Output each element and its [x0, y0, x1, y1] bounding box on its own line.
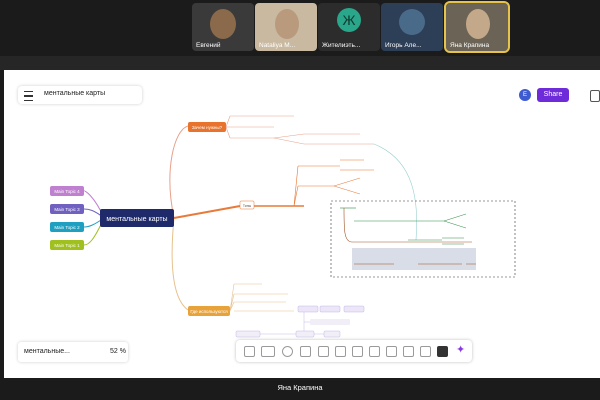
- table-icon[interactable]: [403, 346, 414, 357]
- subtopic-node: [323, 330, 341, 338]
- sticky-note-icon[interactable]: [261, 346, 275, 357]
- main-topic-node: [50, 240, 84, 250]
- participants-bar: Евгений Nataliya M... Ж Жителиэть... Иго…: [0, 0, 600, 56]
- mindmap: ментальные карты Main Topic 4 Main Topic…: [50, 115, 516, 338]
- branch-node: [188, 306, 230, 316]
- branch-node-label: Зачем нужны?: [192, 125, 223, 130]
- participant-tile[interactable]: Ж Жителиэть...: [318, 3, 380, 51]
- share-button[interactable]: Share: [537, 88, 569, 102]
- branch-node-label: Где используются: [190, 309, 228, 314]
- frame-icon[interactable]: [318, 346, 329, 357]
- link-icon[interactable]: [386, 346, 397, 357]
- participant-tile-active[interactable]: Яна Крапина: [444, 1, 510, 53]
- main-topic-node: [50, 186, 84, 196]
- highlight-box: [352, 248, 476, 270]
- ai-sparkle-icon[interactable]: ✦: [456, 344, 466, 356]
- text-icon[interactable]: [300, 346, 311, 357]
- participant-tile[interactable]: Nataliya M...: [255, 3, 317, 51]
- video-icon[interactable]: [437, 346, 448, 357]
- zoom-control[interactable]: ментальные... 52 %: [18, 342, 128, 362]
- branch-node-label: Типы: [243, 204, 252, 208]
- participant-video: [275, 9, 299, 39]
- subtopic-node: [295, 330, 315, 338]
- main-topic-node: [50, 222, 84, 232]
- main-topic-node: [50, 204, 84, 214]
- board-title-box[interactable]: ментальные карты: [18, 86, 142, 104]
- main-topic-label: Main Topic 2: [54, 225, 80, 230]
- shape-icon[interactable]: [282, 346, 293, 357]
- participant-video: [466, 9, 490, 39]
- active-speaker-name: Яна Крапина: [277, 383, 323, 392]
- status-strip: [0, 56, 600, 70]
- select-icon[interactable]: [244, 346, 255, 357]
- board-title: ментальные карты: [44, 90, 106, 97]
- participant-video: [210, 9, 236, 39]
- branch-node: [188, 122, 226, 132]
- subtopic-node: [343, 305, 365, 313]
- connector-icon[interactable]: [335, 346, 346, 357]
- subtopic-node: [319, 305, 341, 313]
- main-topic-label: Main Topic 3: [54, 207, 80, 212]
- center-node-label: ментальные карты: [106, 216, 167, 223]
- main-topic-label: Main Topic 1: [54, 243, 80, 248]
- participant-tile[interactable]: Игорь Але...: [381, 3, 443, 51]
- pen-icon[interactable]: [369, 346, 380, 357]
- upload-icon[interactable]: [420, 346, 431, 357]
- subtopic-node: [310, 319, 350, 325]
- comment-icon[interactable]: [352, 346, 363, 357]
- participant-name: Nataliya M...: [259, 42, 296, 49]
- participant-name: Яна Крапина: [450, 42, 490, 49]
- drawing-toolbar: ✦: [236, 340, 472, 362]
- user-avatar[interactable]: E: [519, 89, 531, 101]
- main-topic-label: Main Topic 4: [54, 189, 80, 194]
- subtopic-node: [235, 330, 261, 338]
- whiteboard-canvas[interactable]: ментальные карты E Share ментальные карт…: [4, 70, 600, 378]
- participant-tile[interactable]: Евгений: [192, 3, 254, 51]
- zoom-level[interactable]: 52 %: [110, 348, 126, 355]
- zoom-board-name: ментальные...: [24, 348, 70, 355]
- participant-video: [399, 9, 425, 35]
- participant-name: Жителиэть...: [322, 42, 361, 49]
- dashed-frame: [330, 200, 516, 278]
- participant-name: Игорь Але...: [385, 42, 422, 49]
- participant-name: Евгений: [196, 42, 221, 49]
- center-node: [100, 209, 174, 227]
- branch-node: [239, 200, 255, 210]
- bottom-bar: Яна Крапина: [0, 378, 600, 400]
- avatar: Ж: [337, 8, 361, 32]
- menu-icon[interactable]: [24, 91, 33, 101]
- subtopic-node: [297, 305, 319, 313]
